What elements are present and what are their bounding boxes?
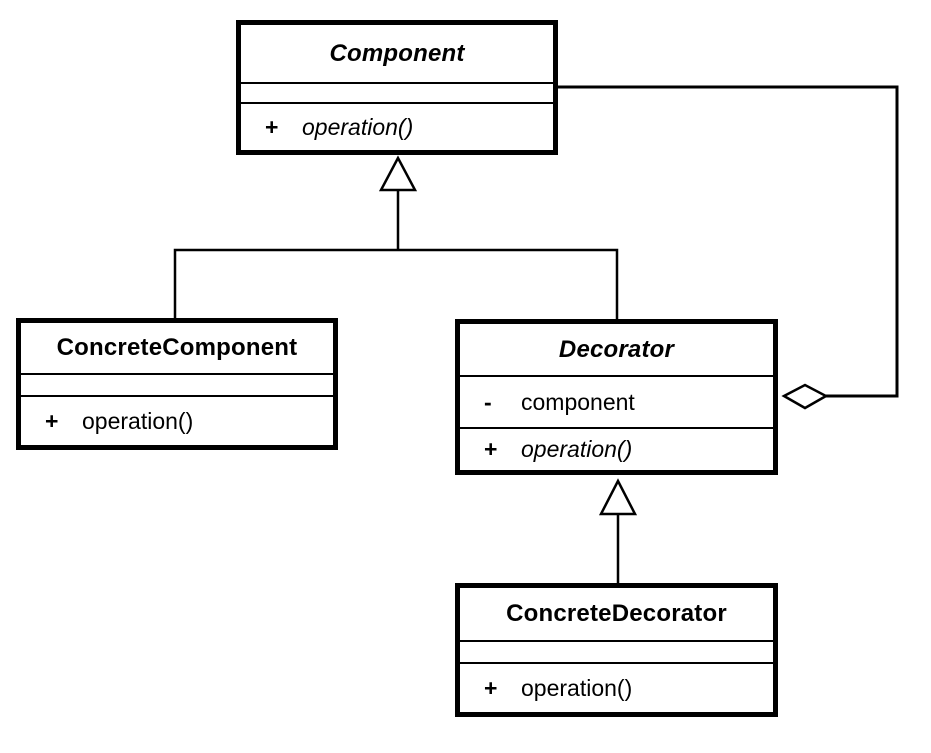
class-component: Component + operation() xyxy=(236,20,558,155)
operation-name: operation() xyxy=(302,113,414,140)
class-concrete-component-operations-section: + operation() xyxy=(21,395,333,445)
class-decorator: Decorator - component + operation() xyxy=(455,319,778,475)
operation-name: operation() xyxy=(521,436,633,462)
operation-name: operation() xyxy=(82,407,194,434)
visibility-sign: + xyxy=(45,407,59,434)
class-component-operations-section: + operation() xyxy=(241,102,553,150)
generalization-arrowhead-decorator xyxy=(598,478,638,516)
attribute-row: - component xyxy=(460,389,773,416)
class-component-attributes-section xyxy=(241,82,553,102)
operation-name: operation() xyxy=(521,674,633,701)
class-concrete-decorator-operations-section: + operation() xyxy=(460,662,773,712)
visibility-sign: + xyxy=(484,674,498,701)
class-decorator-attributes-section: - component xyxy=(460,375,773,427)
class-decorator-name: Decorator xyxy=(558,335,675,363)
aggregation-diamond xyxy=(781,383,829,410)
class-concrete-decorator-name: ConcreteDecorator xyxy=(506,600,727,627)
attribute-name: component xyxy=(521,388,635,415)
class-concrete-decorator: ConcreteDecorator + operation() xyxy=(455,583,778,717)
class-decorator-operations-section: + operation() xyxy=(460,427,773,470)
visibility-sign: + xyxy=(484,436,498,462)
operation-row: + operation() xyxy=(460,436,773,463)
visibility-sign: + xyxy=(265,113,279,140)
generalization-line-shared xyxy=(173,189,619,319)
class-concrete-component-name: ConcreteComponent xyxy=(56,334,298,361)
operation-row: + operation() xyxy=(241,114,553,141)
operation-row: + operation() xyxy=(460,675,773,702)
operation-row: + operation() xyxy=(21,408,333,435)
class-component-name: Component xyxy=(329,39,465,67)
class-concrete-decorator-attributes-section xyxy=(460,640,773,662)
generalization-arrowhead-component xyxy=(378,155,418,192)
aggregation-line xyxy=(558,85,899,398)
visibility-sign: - xyxy=(484,388,492,415)
class-concrete-component-attributes-section xyxy=(21,373,333,395)
class-concrete-component: ConcreteComponent + operation() xyxy=(16,318,338,450)
